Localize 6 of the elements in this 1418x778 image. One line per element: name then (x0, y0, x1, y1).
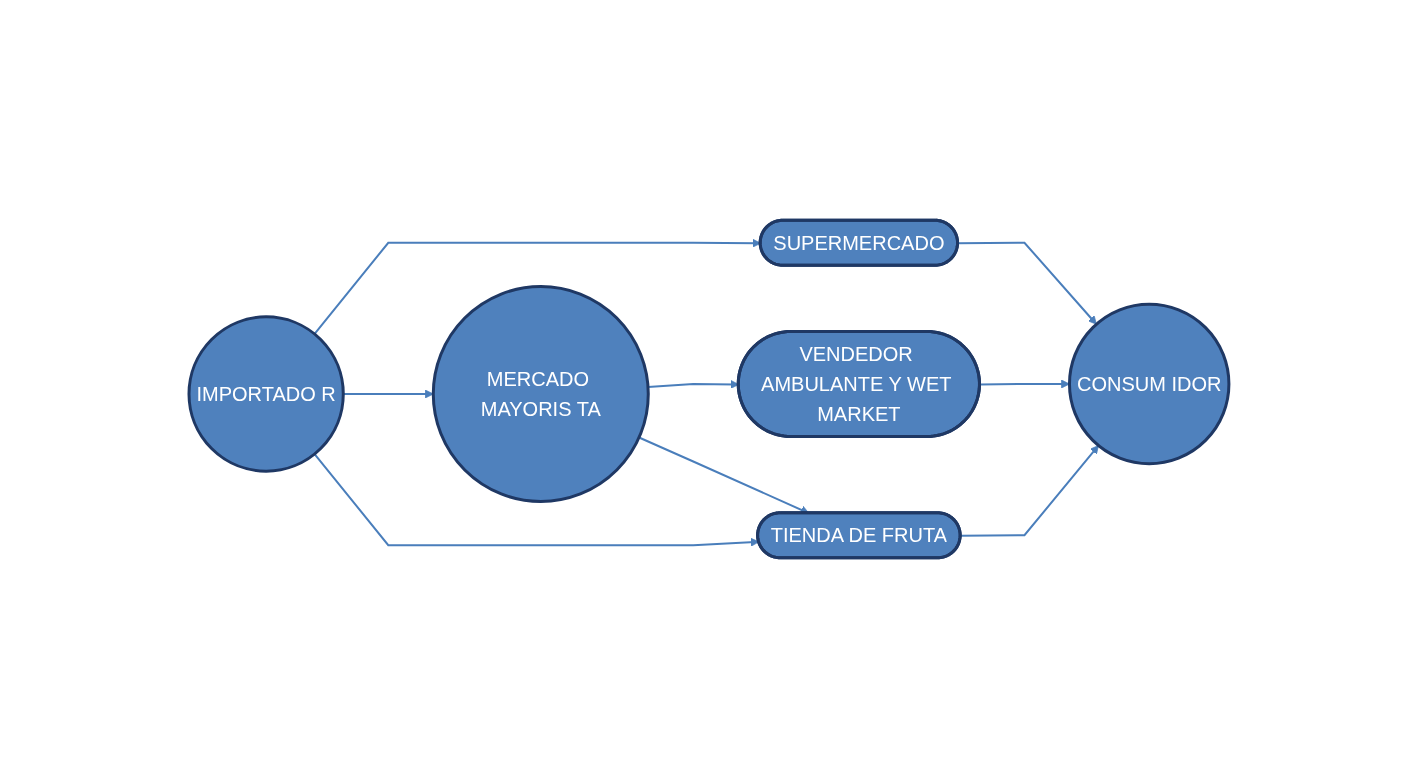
arrow (979, 379, 1070, 389)
node-circle: IMPORTADO R (187, 315, 345, 473)
node-circle: MERCADO MAYORIS TA (431, 285, 650, 503)
node-circle: CONSUM IDOR (1068, 302, 1231, 466)
arrow (313, 453, 760, 547)
arrow (957, 241, 1097, 325)
